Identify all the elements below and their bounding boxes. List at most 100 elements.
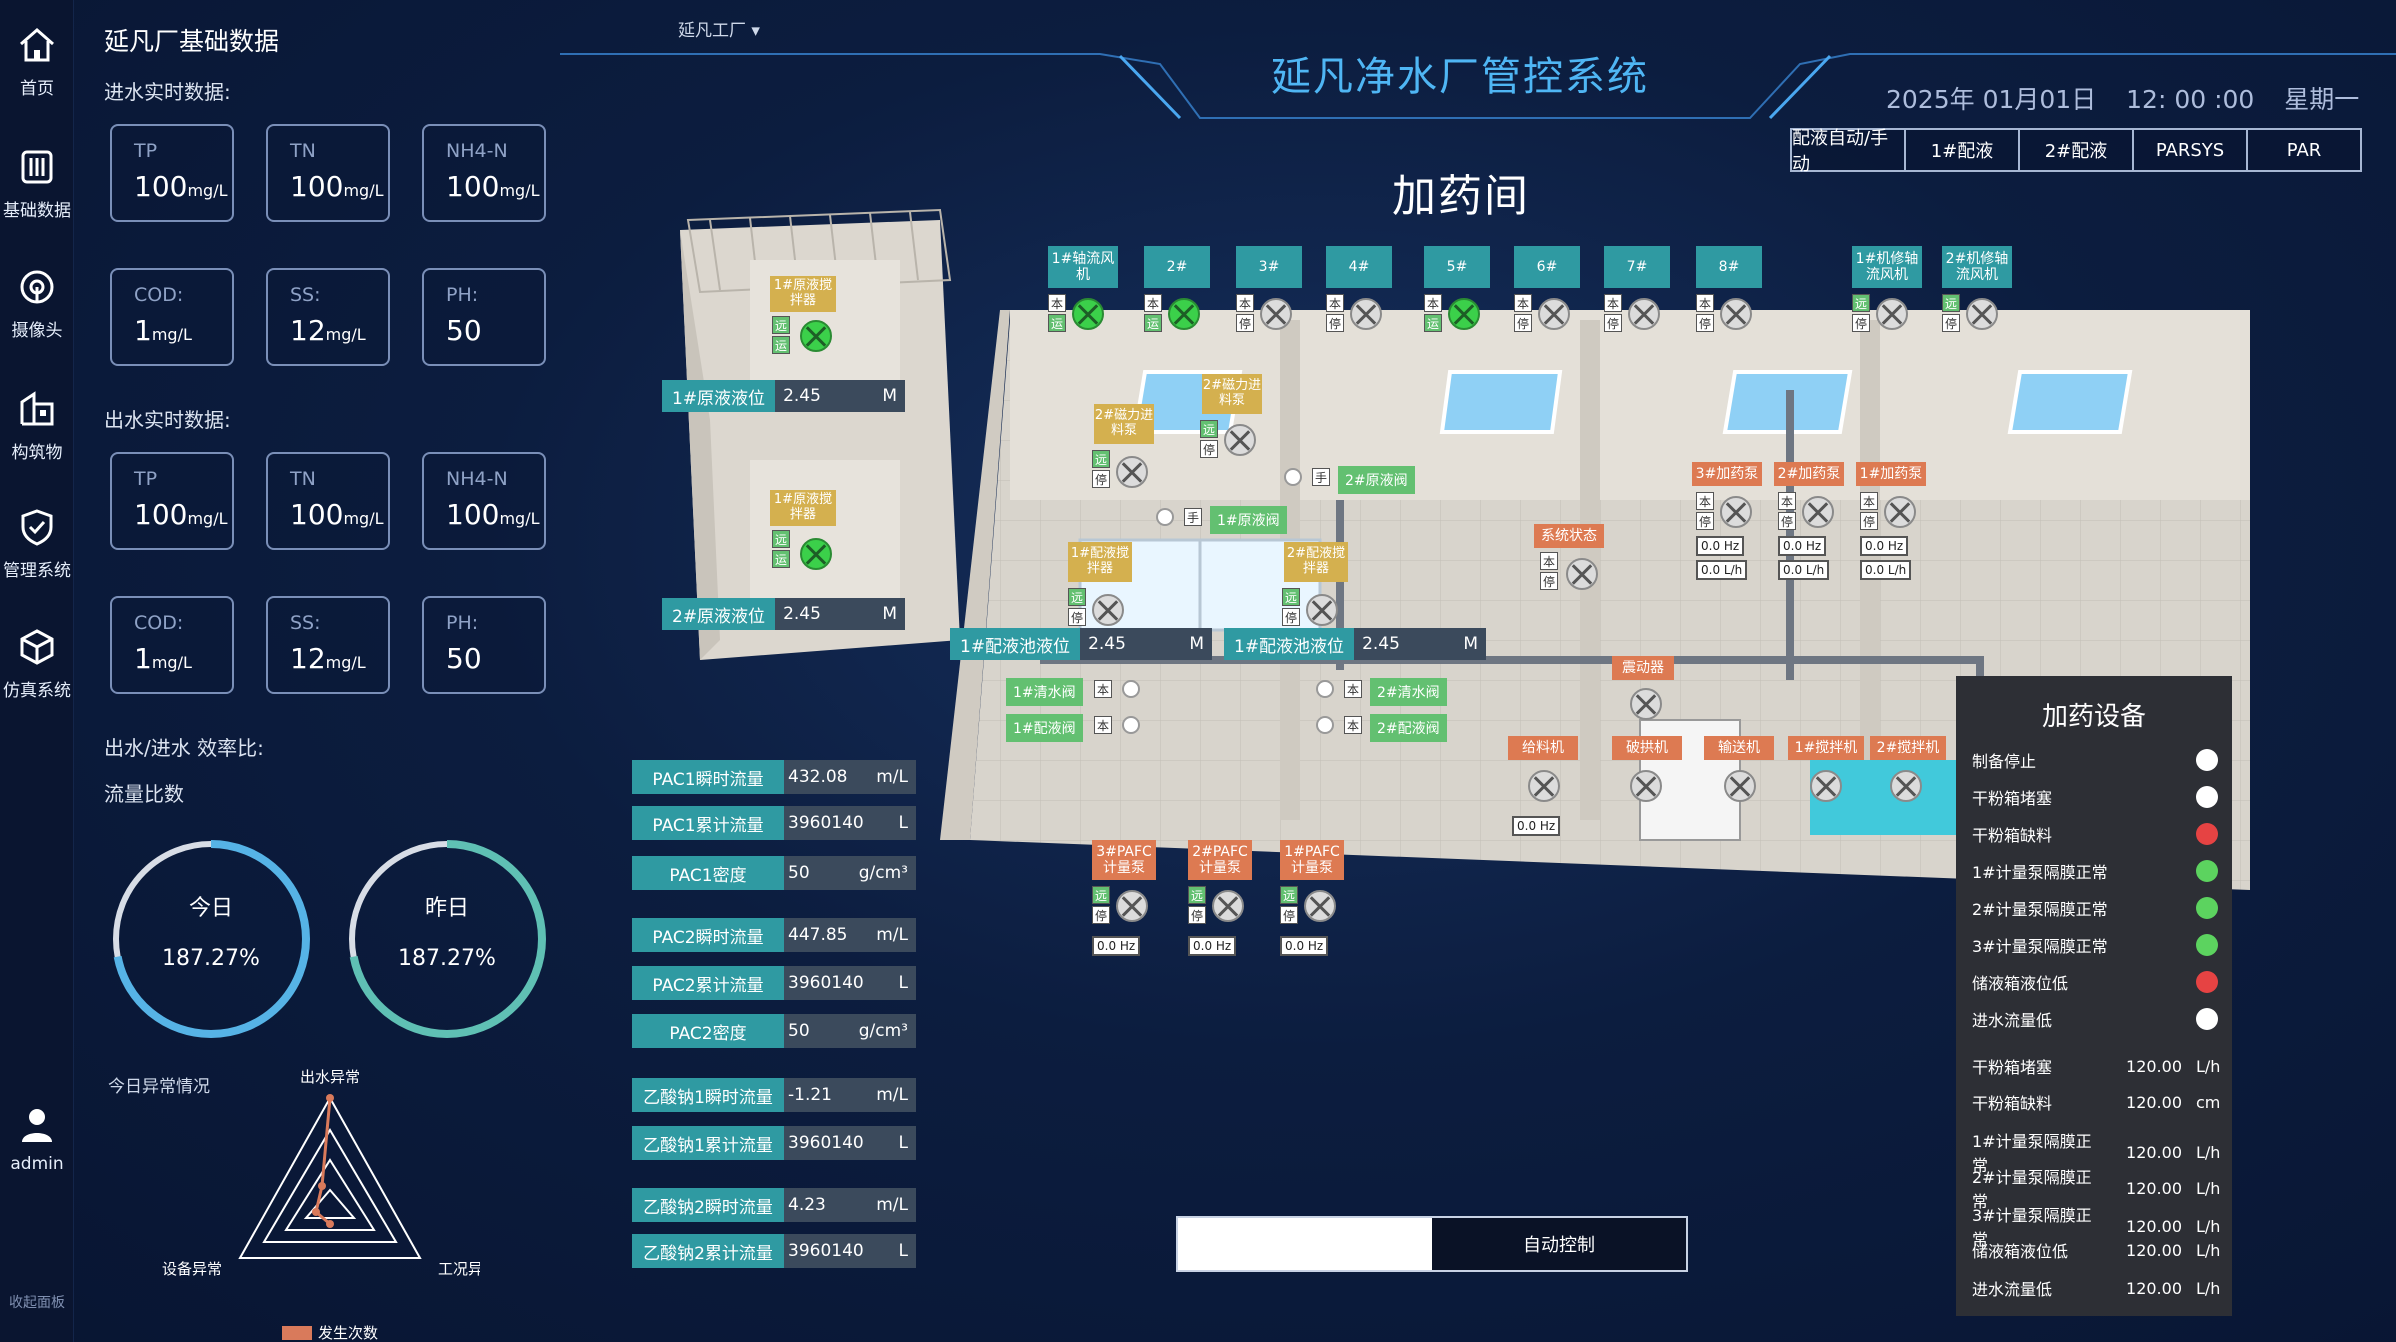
clean-valve-1-dot[interactable] bbox=[1122, 680, 1140, 698]
mag-pump-1-icon[interactable] bbox=[1116, 456, 1148, 488]
dosing-pump-stop[interactable]: 停 bbox=[1696, 512, 1714, 530]
dosing-pump-icon[interactable] bbox=[1802, 496, 1834, 528]
fan-5-state[interactable]: 运 bbox=[1424, 314, 1442, 332]
clean-valve-2-dot[interactable] bbox=[1316, 680, 1334, 698]
mix-valve-1-local[interactable]: 本 bbox=[1094, 716, 1112, 734]
raw-valve-1-dot[interactable] bbox=[1156, 508, 1174, 526]
fan-9-mode[interactable]: 远 bbox=[1852, 294, 1870, 312]
mix-valve-1-dot[interactable] bbox=[1122, 716, 1140, 734]
dosing-pump-local[interactable]: 本 bbox=[1860, 492, 1878, 510]
dosing-pump-icon[interactable] bbox=[1720, 496, 1752, 528]
stirrer-1-run[interactable]: 运 bbox=[772, 336, 790, 354]
nav-camera[interactable]: 摄像头 bbox=[0, 266, 74, 341]
mag-pump-1-remote[interactable]: 远 bbox=[1092, 450, 1110, 468]
fan-3-state[interactable]: 停 bbox=[1236, 314, 1254, 332]
clean-valve-2-local[interactable]: 本 bbox=[1344, 680, 1362, 698]
tab-auto-manual[interactable]: 配液自动/手动 bbox=[1790, 128, 1906, 175]
fan-1-mode[interactable]: 本 bbox=[1048, 294, 1066, 312]
clean-valve-1-local[interactable]: 本 bbox=[1094, 680, 1112, 698]
nav-manage[interactable]: 管理系统 bbox=[0, 506, 74, 581]
pafc-pump-remote[interactable]: 远 bbox=[1280, 886, 1298, 904]
fan-4-icon[interactable] bbox=[1350, 298, 1382, 330]
auto-control-toggle[interactable]: 自动控制 bbox=[1176, 1216, 1688, 1272]
mag-pump-2-icon[interactable] bbox=[1224, 424, 1256, 456]
nav-simulation[interactable]: 仿真系统 bbox=[0, 626, 74, 701]
pafc-pump-icon[interactable] bbox=[1116, 890, 1148, 922]
stirrer-1-fan-icon[interactable] bbox=[800, 320, 832, 352]
fan-2-icon[interactable] bbox=[1168, 298, 1200, 330]
fan-1-icon[interactable] bbox=[1072, 298, 1104, 330]
system-status-icon[interactable] bbox=[1566, 558, 1598, 590]
system-status-stop[interactable]: 停 bbox=[1540, 572, 1558, 590]
fan-10-icon[interactable] bbox=[1966, 298, 1998, 330]
mix-valve-2-local[interactable]: 本 bbox=[1344, 716, 1362, 734]
fan-5-icon[interactable] bbox=[1448, 298, 1480, 330]
fan-4-state[interactable]: 停 bbox=[1326, 314, 1344, 332]
fan-8-icon[interactable] bbox=[1720, 298, 1752, 330]
vibrator-icon[interactable] bbox=[1630, 688, 1662, 720]
pafc-pump-stop[interactable]: 停 bbox=[1092, 906, 1110, 924]
auto-control-button[interactable]: 自动控制 bbox=[1432, 1218, 1686, 1270]
pafc-pump-icon[interactable] bbox=[1212, 890, 1244, 922]
fan-7-icon[interactable] bbox=[1628, 298, 1660, 330]
fan-3-icon[interactable] bbox=[1260, 298, 1292, 330]
tab-mix-1[interactable]: 1#配液 bbox=[1904, 128, 2020, 172]
mix-stirrer-1-icon[interactable] bbox=[1092, 594, 1124, 626]
mag-pump-2-remote[interactable]: 远 bbox=[1200, 420, 1218, 438]
mag-pump-2-stop[interactable]: 停 bbox=[1200, 440, 1218, 458]
system-status-local[interactable]: 本 bbox=[1540, 552, 1558, 570]
agitator-2-icon[interactable] bbox=[1890, 770, 1922, 802]
stirrer-2-fan-icon[interactable] bbox=[800, 538, 832, 570]
raw-valve-1-hand[interactable]: 手 bbox=[1184, 508, 1202, 526]
feeder-icon[interactable] bbox=[1528, 770, 1560, 802]
fan-2-mode[interactable]: 本 bbox=[1144, 294, 1162, 312]
mix-stirrer-2-remote[interactable]: 远 bbox=[1282, 588, 1300, 606]
fan-9-icon[interactable] bbox=[1876, 298, 1908, 330]
stirrer-1-remote[interactable]: 远 bbox=[772, 316, 790, 334]
dosing-pump-local[interactable]: 本 bbox=[1778, 492, 1796, 510]
mix-valve-2-dot[interactable] bbox=[1316, 716, 1334, 734]
fan-10-mode[interactable]: 远 bbox=[1942, 294, 1960, 312]
nav-basic-data[interactable]: 基础数据 bbox=[0, 146, 74, 221]
dosing-pump-icon[interactable] bbox=[1884, 496, 1916, 528]
raw-valve-2-hand[interactable]: 手 bbox=[1312, 468, 1330, 486]
tab-par[interactable]: PAR bbox=[2246, 128, 2362, 172]
tab-parsys[interactable]: PARSYS bbox=[2132, 128, 2248, 172]
fan-2-state[interactable]: 运 bbox=[1144, 314, 1162, 332]
nav-building[interactable]: 构筑物 bbox=[0, 388, 74, 463]
stirrer-2-run[interactable]: 运 bbox=[772, 550, 790, 568]
fan-8-state[interactable]: 停 bbox=[1696, 314, 1714, 332]
nav-home[interactable]: 首页 bbox=[0, 24, 74, 99]
fan-10-state[interactable]: 停 bbox=[1942, 314, 1960, 332]
conveyor-icon[interactable] bbox=[1724, 770, 1756, 802]
pafc-pump-stop[interactable]: 停 bbox=[1280, 906, 1298, 924]
nav-user[interactable]: admin bbox=[0, 1104, 74, 1174]
agitator-1-icon[interactable] bbox=[1810, 770, 1842, 802]
fan-7-mode[interactable]: 本 bbox=[1604, 294, 1622, 312]
fan-1-state[interactable]: 运 bbox=[1048, 314, 1066, 332]
fan-5-mode[interactable]: 本 bbox=[1424, 294, 1442, 312]
manual-control-slot[interactable] bbox=[1178, 1218, 1432, 1270]
fan-6-mode[interactable]: 本 bbox=[1514, 294, 1532, 312]
collapse-panel[interactable]: 收起面板 bbox=[9, 1295, 65, 1311]
mix-stirrer-1-remote[interactable]: 远 bbox=[1068, 588, 1086, 606]
pafc-pump-remote[interactable]: 远 bbox=[1188, 886, 1206, 904]
dosing-pump-stop[interactable]: 停 bbox=[1778, 512, 1796, 530]
fan-9-state[interactable]: 停 bbox=[1852, 314, 1870, 332]
factory-select[interactable]: 延凡工厂 ▾ bbox=[678, 21, 760, 41]
pafc-pump-stop[interactable]: 停 bbox=[1188, 906, 1206, 924]
pafc-pump-remote[interactable]: 远 bbox=[1092, 886, 1110, 904]
dosing-pump-stop[interactable]: 停 bbox=[1860, 512, 1878, 530]
fan-6-state[interactable]: 停 bbox=[1514, 314, 1532, 332]
mix-stirrer-1-stop[interactable]: 停 bbox=[1068, 608, 1086, 626]
raw-valve-2-dot[interactable] bbox=[1284, 468, 1302, 486]
fan-6-icon[interactable] bbox=[1538, 298, 1570, 330]
fan-7-state[interactable]: 停 bbox=[1604, 314, 1622, 332]
fan-8-mode[interactable]: 本 bbox=[1696, 294, 1714, 312]
tab-mix-2[interactable]: 2#配液 bbox=[2018, 128, 2134, 172]
stirrer-2-remote[interactable]: 远 bbox=[772, 530, 790, 548]
dosing-pump-local[interactable]: 本 bbox=[1696, 492, 1714, 510]
pafc-pump-icon[interactable] bbox=[1304, 890, 1336, 922]
mix-stirrer-2-icon[interactable] bbox=[1306, 594, 1338, 626]
fan-4-mode[interactable]: 本 bbox=[1326, 294, 1344, 312]
